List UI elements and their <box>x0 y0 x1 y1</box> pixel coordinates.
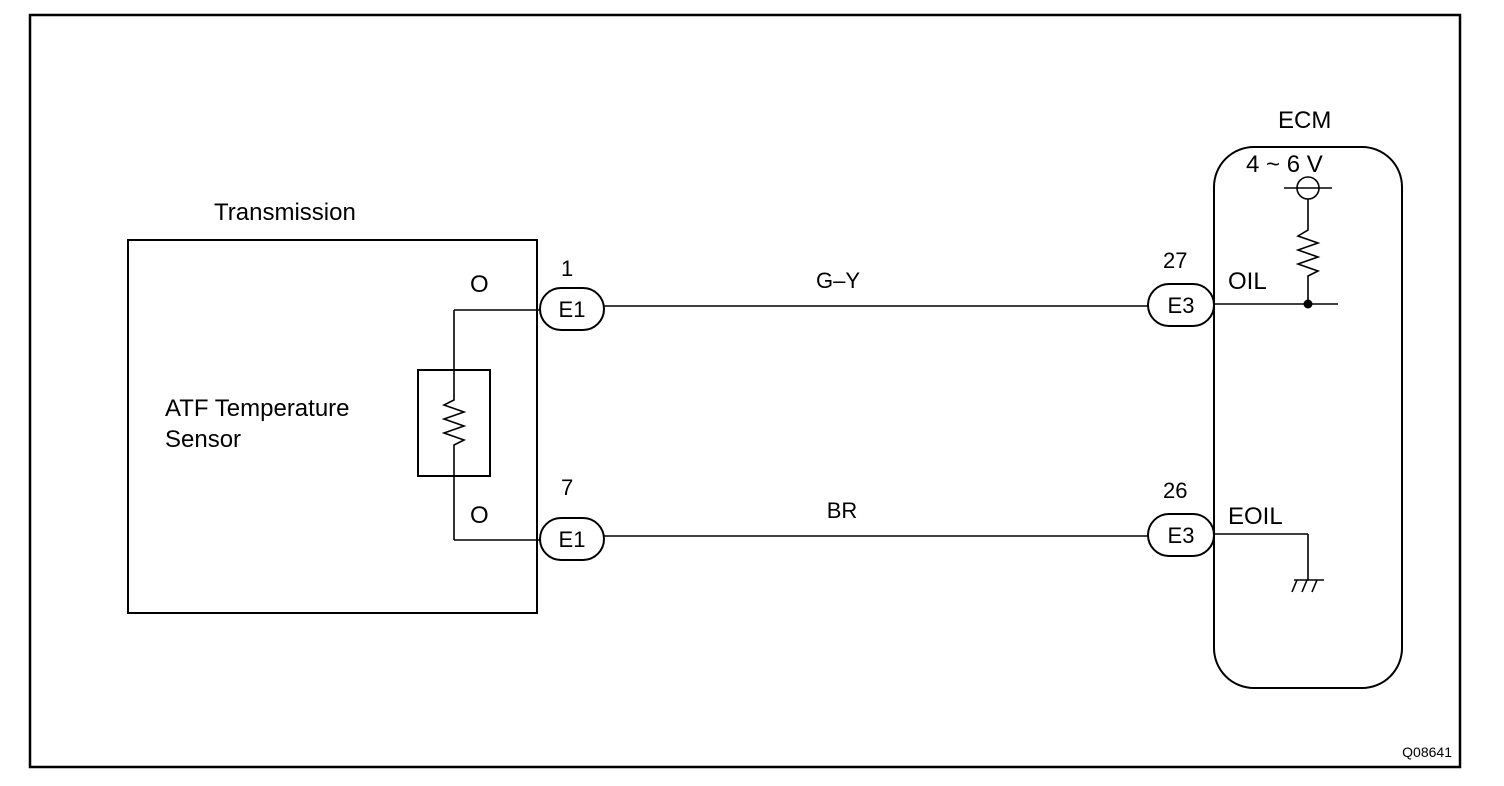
junction-dot <box>1303 299 1313 309</box>
pin-number-right-top: 27 <box>1163 248 1187 273</box>
figure-code: Q08641 <box>1402 744 1452 760</box>
transmission-box <box>127 239 538 614</box>
pin-number-right-bottom: 26 <box>1163 478 1187 503</box>
wire-color-bottom: BR <box>827 498 858 523</box>
sensor-label-line2: Sensor <box>165 426 241 453</box>
ecm-box <box>1213 146 1403 689</box>
transmission-label: Transmission <box>214 199 356 226</box>
connector-right-top-label: E3 <box>1168 293 1195 318</box>
ecm-label: ECM <box>1278 107 1331 134</box>
terminal-label-top: O <box>470 271 489 298</box>
connector-left-bottom <box>539 517 605 561</box>
pin-number-left-top: 1 <box>561 256 573 281</box>
diagram-frame <box>28 13 1462 769</box>
pin-number-left-bottom: 7 <box>561 475 573 500</box>
terminal-label-bottom: O <box>470 502 489 529</box>
connector-left-top <box>539 287 605 331</box>
pullup-resistor-icon <box>1295 225 1321 280</box>
wire-color-top: G–Y <box>816 268 860 293</box>
sensor-label-line1: ATF Temperature <box>165 395 350 422</box>
ground-icon <box>1291 579 1324 593</box>
sensor-resistor-icon <box>441 395 467 450</box>
connector-right-bottom-label: E3 <box>1168 523 1195 548</box>
voltage-label: 4 ~ 6 V <box>1246 151 1323 178</box>
signal-label-eoil: EOIL <box>1228 503 1283 530</box>
connector-left-bottom-label: E1 <box>559 527 586 552</box>
signal-label-oil: OIL <box>1228 268 1267 295</box>
connector-left-top-label: E1 <box>559 297 586 322</box>
